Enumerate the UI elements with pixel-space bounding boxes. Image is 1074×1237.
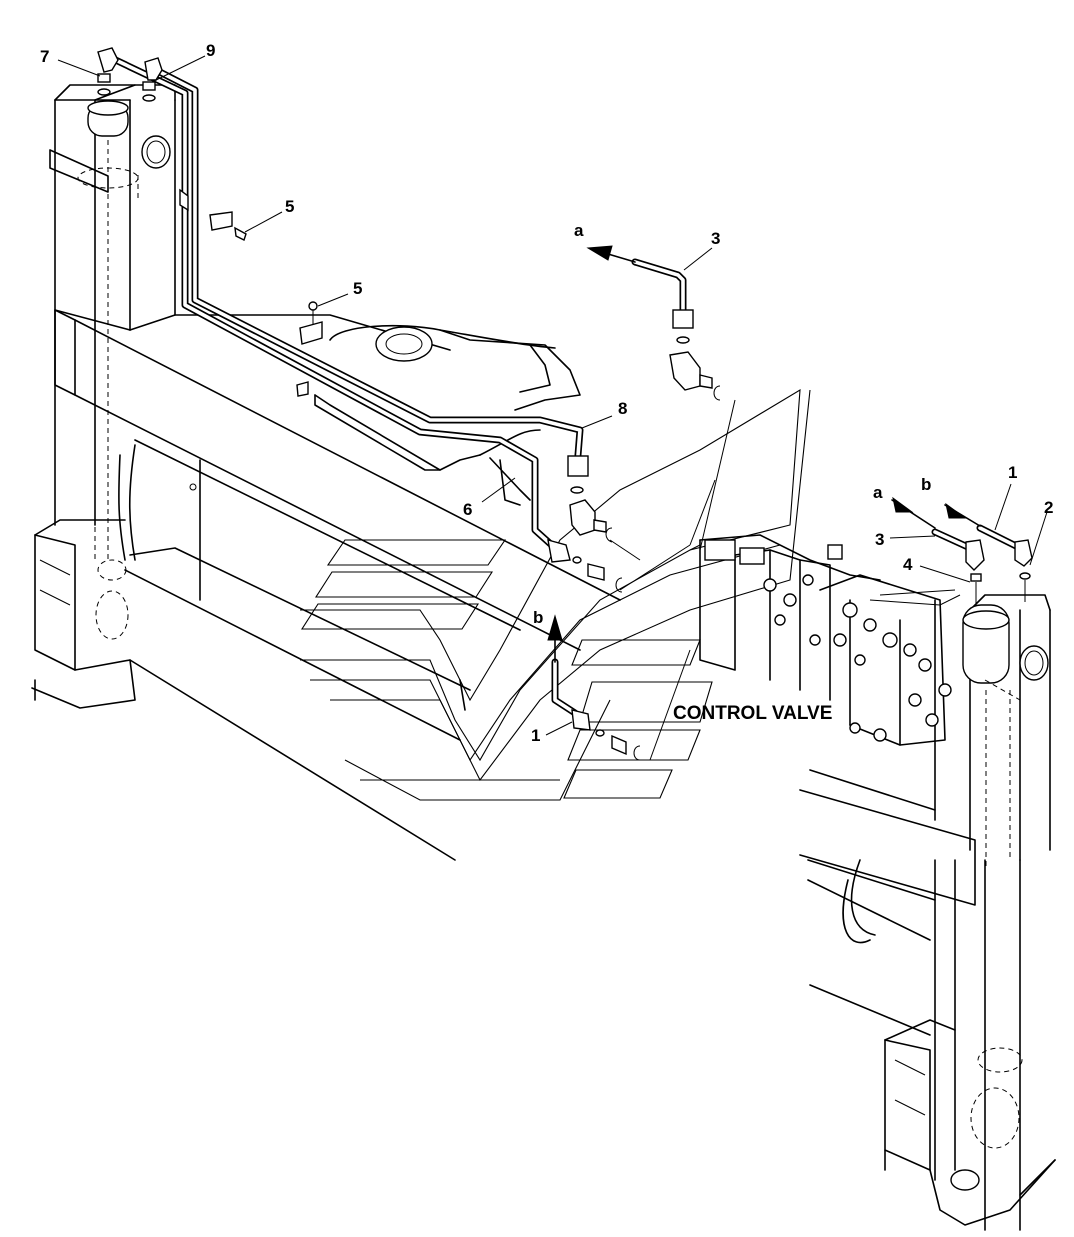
fittings <box>97 47 1033 761</box>
callout-8: 8 <box>618 399 627 418</box>
callout-6: 6 <box>463 500 472 519</box>
flow-label-a-top: a <box>574 221 584 240</box>
right-crossbeam <box>799 769 1056 1226</box>
tube-lines <box>101 51 1024 717</box>
callout-labels: 7 9 5 5 3 a 8 6 b 1 a b 1 2 3 4 CONTROL … <box>40 41 1053 745</box>
callout-5-upper: 5 <box>285 197 294 216</box>
callout-1-right: 1 <box>1008 463 1017 482</box>
flow-label-b-right: b <box>921 475 931 494</box>
control-valve-label: CONTROL VALVE <box>673 703 832 724</box>
flow-label-b-mid: b <box>533 608 543 627</box>
watermark-logo <box>300 388 811 801</box>
valve-fittings <box>763 574 952 742</box>
callout-9: 9 <box>206 41 215 60</box>
callout-3-right: 3 <box>875 530 884 549</box>
callout-2: 2 <box>1044 498 1053 517</box>
control-valve <box>699 534 961 746</box>
leader-lines <box>57 55 1048 736</box>
callout-4: 4 <box>903 555 913 574</box>
callout-7: 7 <box>40 47 49 66</box>
callout-1-mid: 1 <box>531 726 540 745</box>
callout-5-lower: 5 <box>353 279 362 298</box>
rear-frame <box>314 324 581 506</box>
left-crossbeam <box>54 309 621 861</box>
left-mast <box>31 84 176 709</box>
flow-arrows <box>547 245 981 663</box>
callout-3-top: 3 <box>711 229 720 248</box>
flow-label-a-right: a <box>873 483 883 502</box>
right-mast <box>934 594 1051 1231</box>
